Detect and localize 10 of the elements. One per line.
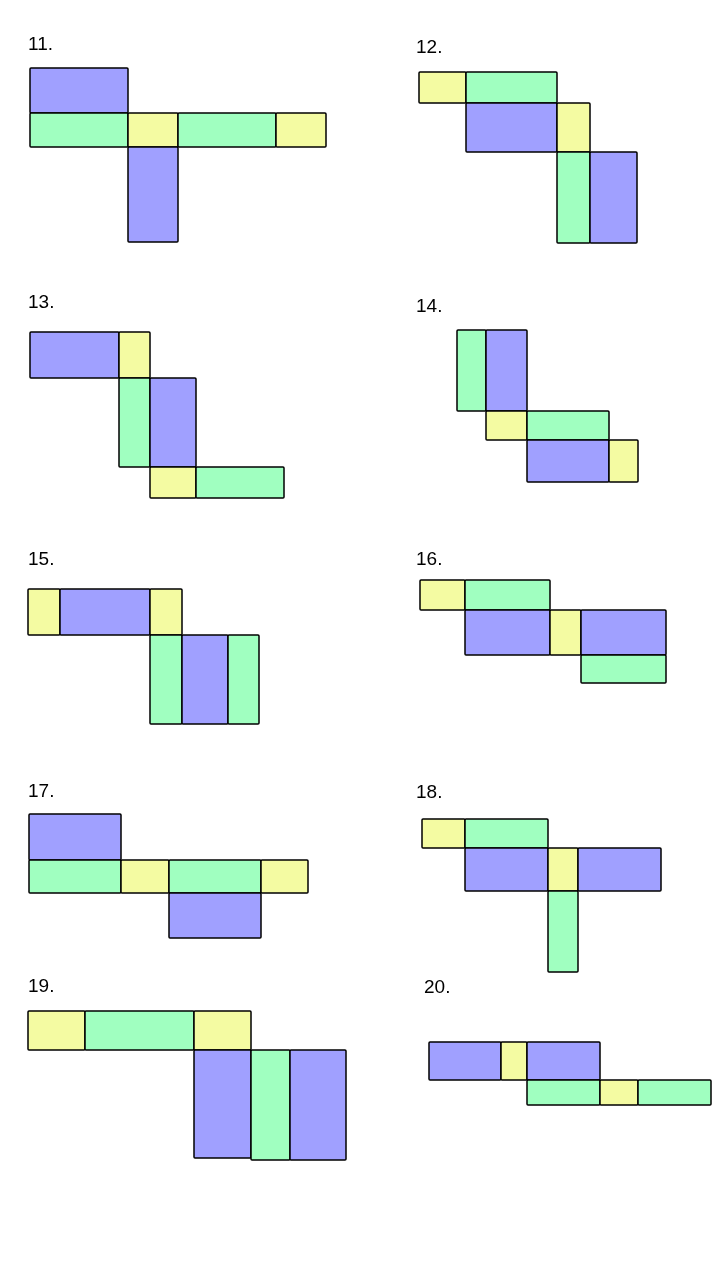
problem-number: 18. xyxy=(416,782,443,801)
problem-number: 16. xyxy=(416,549,443,568)
problem-number: 17. xyxy=(28,781,55,800)
problem-number: 11. xyxy=(28,34,53,53)
problem-number: 14. xyxy=(416,296,443,315)
problem-number: 19. xyxy=(28,976,55,995)
problem-number: 20. xyxy=(424,977,451,996)
problem-number: 15. xyxy=(28,549,55,568)
problem-number: 13. xyxy=(28,292,55,311)
problem-number: 12. xyxy=(416,37,443,56)
